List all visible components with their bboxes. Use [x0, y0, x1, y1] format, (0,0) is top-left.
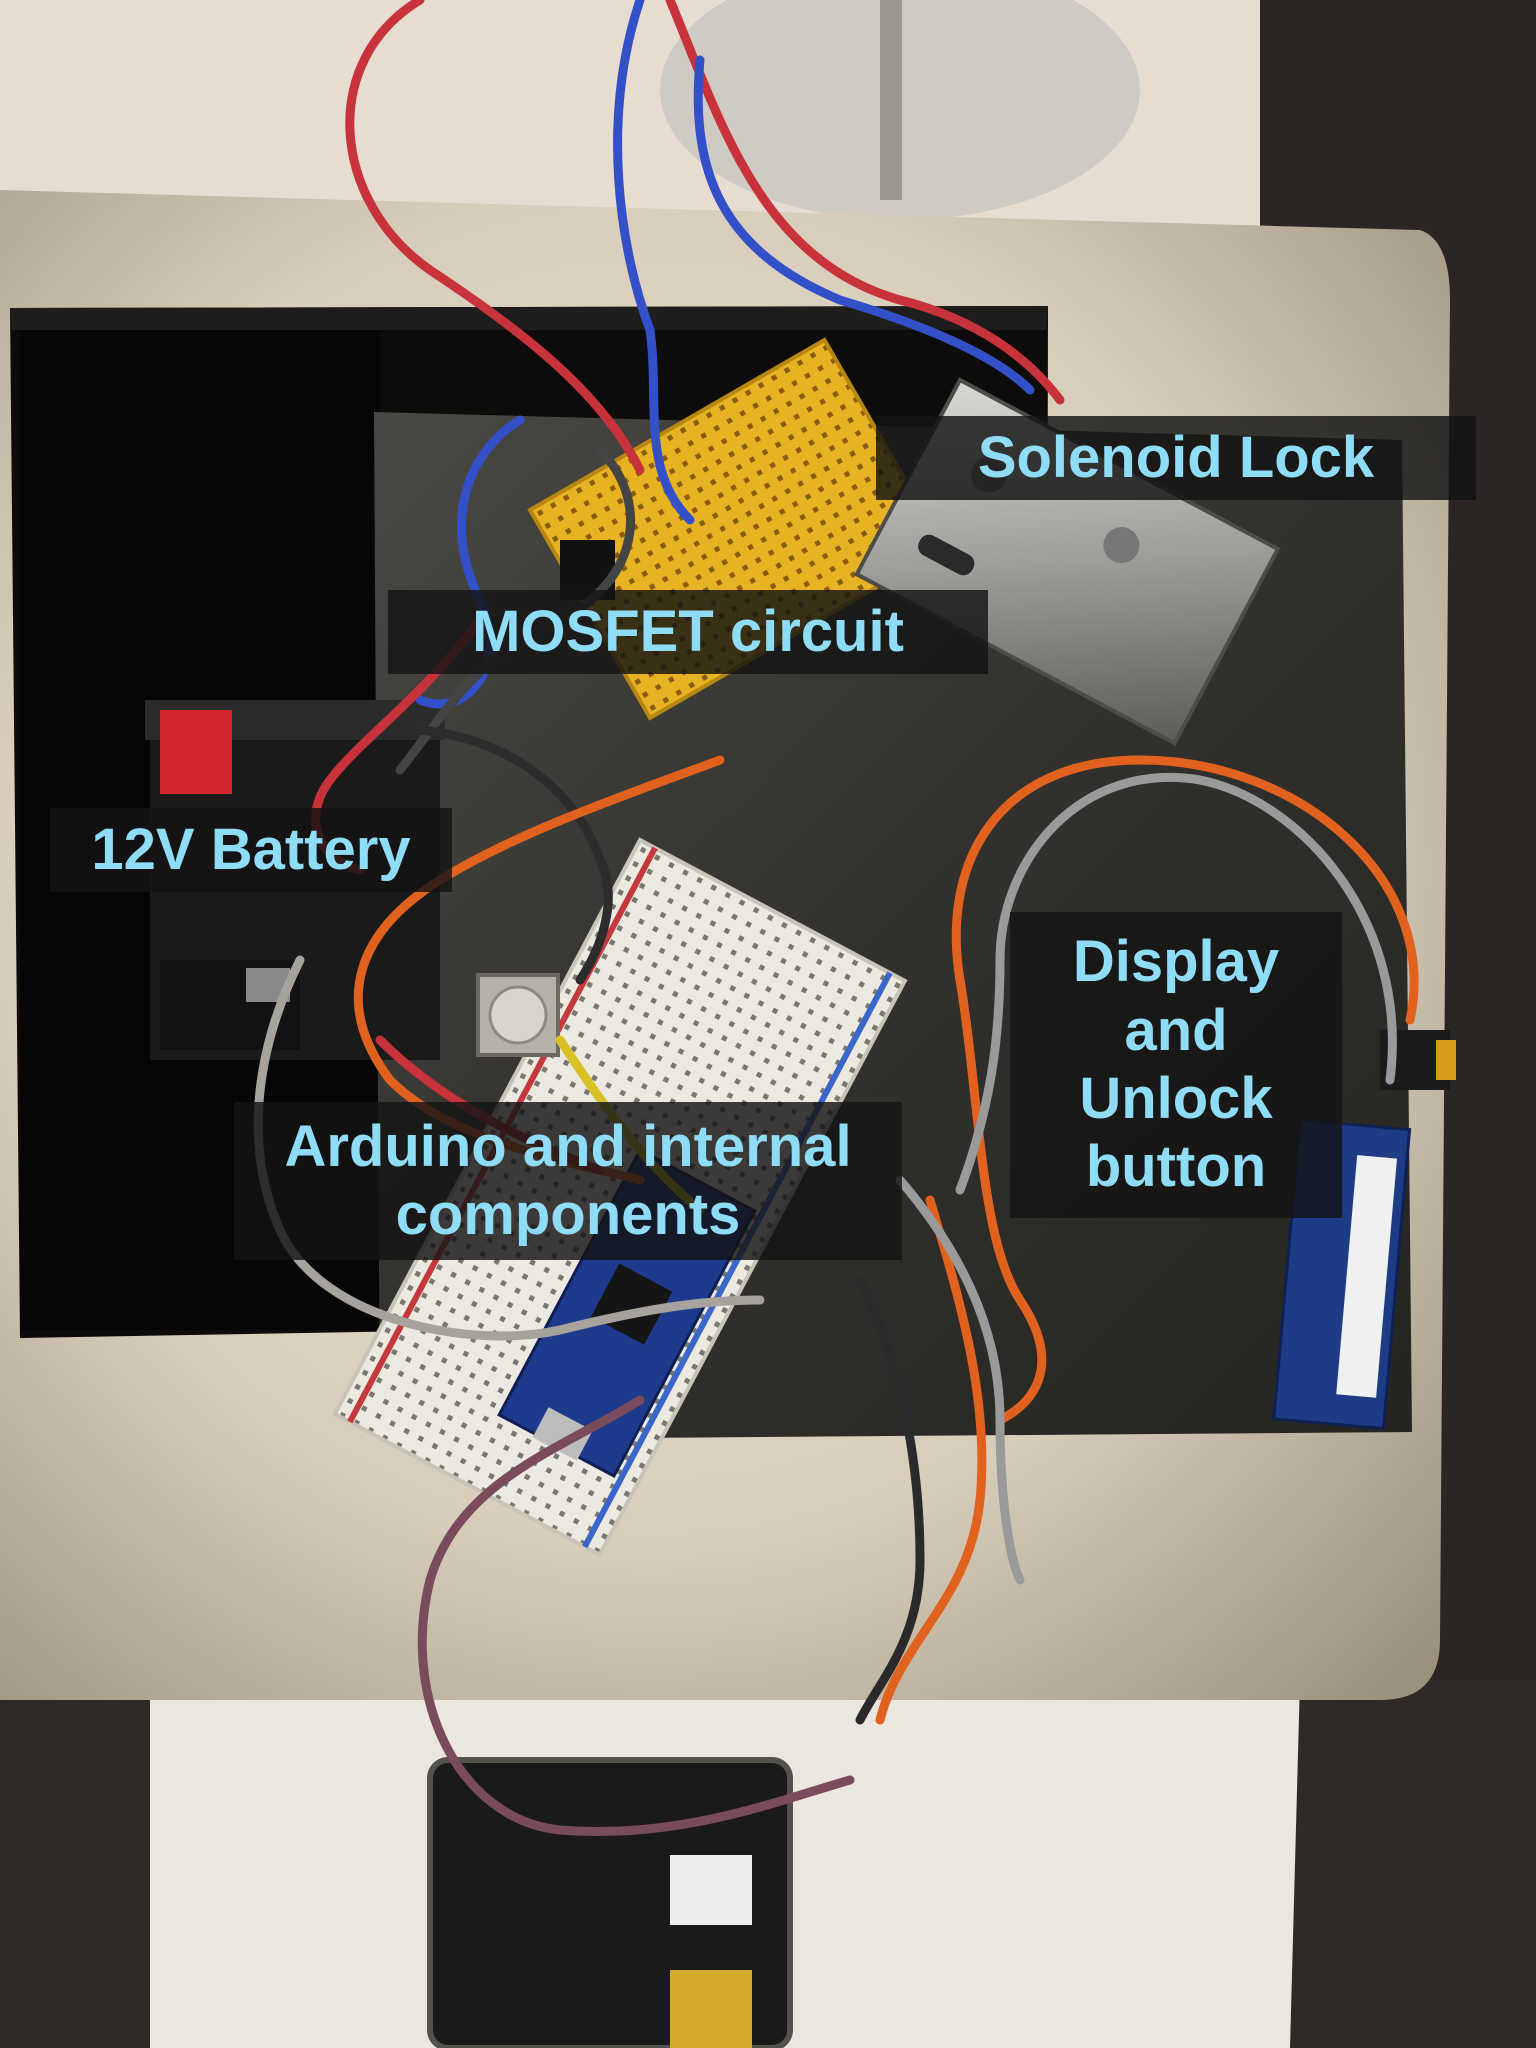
label-12v-battery-text: 12V Battery: [91, 816, 411, 882]
label-display-line-4: button: [1085, 1134, 1267, 1200]
label-arduino-components: Arduino and internal components: [234, 1102, 902, 1260]
label-display-line-3: Unlock: [1079, 1066, 1273, 1131]
label-solenoid-lock-text: Solenoid Lock: [977, 424, 1375, 490]
label-mosfet-circuit-text: MOSFET circuit: [472, 598, 904, 664]
label-mosfet-circuit: MOSFET circuit: [388, 590, 988, 674]
label-arduino-line-1: Arduino and internal: [284, 1113, 852, 1179]
label-display-unlock-button: Display and Unlock button: [1010, 912, 1342, 1218]
label-solenoid-lock: Solenoid Lock: [876, 416, 1476, 500]
label-display-line-2: and: [1124, 997, 1228, 1063]
label-arduino-line-2: components: [395, 1182, 741, 1247]
label-display-line-1: Display: [1072, 929, 1280, 995]
label-12v-battery: 12V Battery: [50, 808, 452, 892]
